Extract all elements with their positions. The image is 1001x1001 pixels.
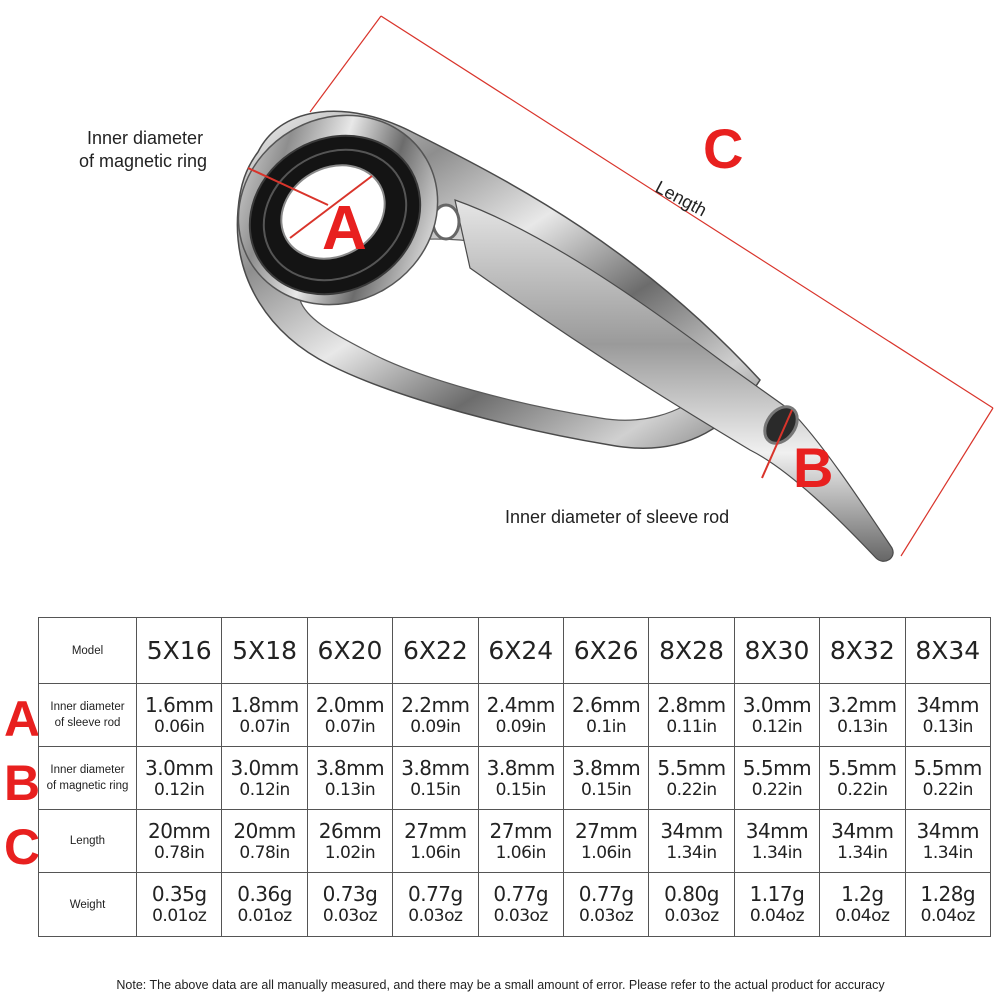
ring-hole	[280, 164, 386, 260]
accuracy-note: Note: The above data are all manually me…	[116, 978, 885, 992]
row-marker-a: A	[4, 691, 41, 747]
spec-table: Model 5X16 5X18 6X20 6X22 6X24 6X26 8X28…	[38, 617, 992, 937]
ring-diameter-label: Inner diameter	[87, 128, 204, 148]
marker-c: C	[703, 117, 744, 180]
ring-diameter-label-2: of magnetic ring	[79, 151, 208, 171]
row-marker-c: C	[4, 819, 41, 875]
model-cell: 6X20	[306, 617, 394, 684]
ring-diameter-arrow	[247, 167, 373, 239]
sleeve-foot	[454, 199, 894, 562]
length-dimension-line	[309, 15, 994, 557]
marker-a: A	[322, 194, 367, 263]
row-label: Length	[38, 809, 137, 873]
marker-b: B	[793, 436, 834, 499]
table-header-row: Model 5X16 5X18 6X20 6X22 6X24 6X26 8X28…	[38, 617, 992, 684]
sleeve-diameter-arrow	[761, 409, 793, 479]
model-cell: 6X26	[562, 617, 650, 684]
header-label: Model	[38, 617, 137, 684]
model-cell: 8X30	[733, 617, 821, 684]
model-cell: 5X16	[135, 617, 223, 684]
model-cell: 8X28	[648, 617, 735, 684]
model-cell: 5X18	[221, 617, 308, 684]
model-cell: 8X34	[904, 617, 992, 684]
sleeve-diameter-label: Inner diameter of sleeve rod	[505, 507, 730, 527]
row-label: Weight	[38, 872, 137, 937]
model-cell: 6X22	[392, 617, 479, 684]
rod-guide-diagram	[236, 15, 994, 562]
row-marker-b: B	[4, 755, 41, 811]
model-cell: 8X32	[819, 617, 906, 684]
model-cell: 6X24	[477, 617, 564, 684]
